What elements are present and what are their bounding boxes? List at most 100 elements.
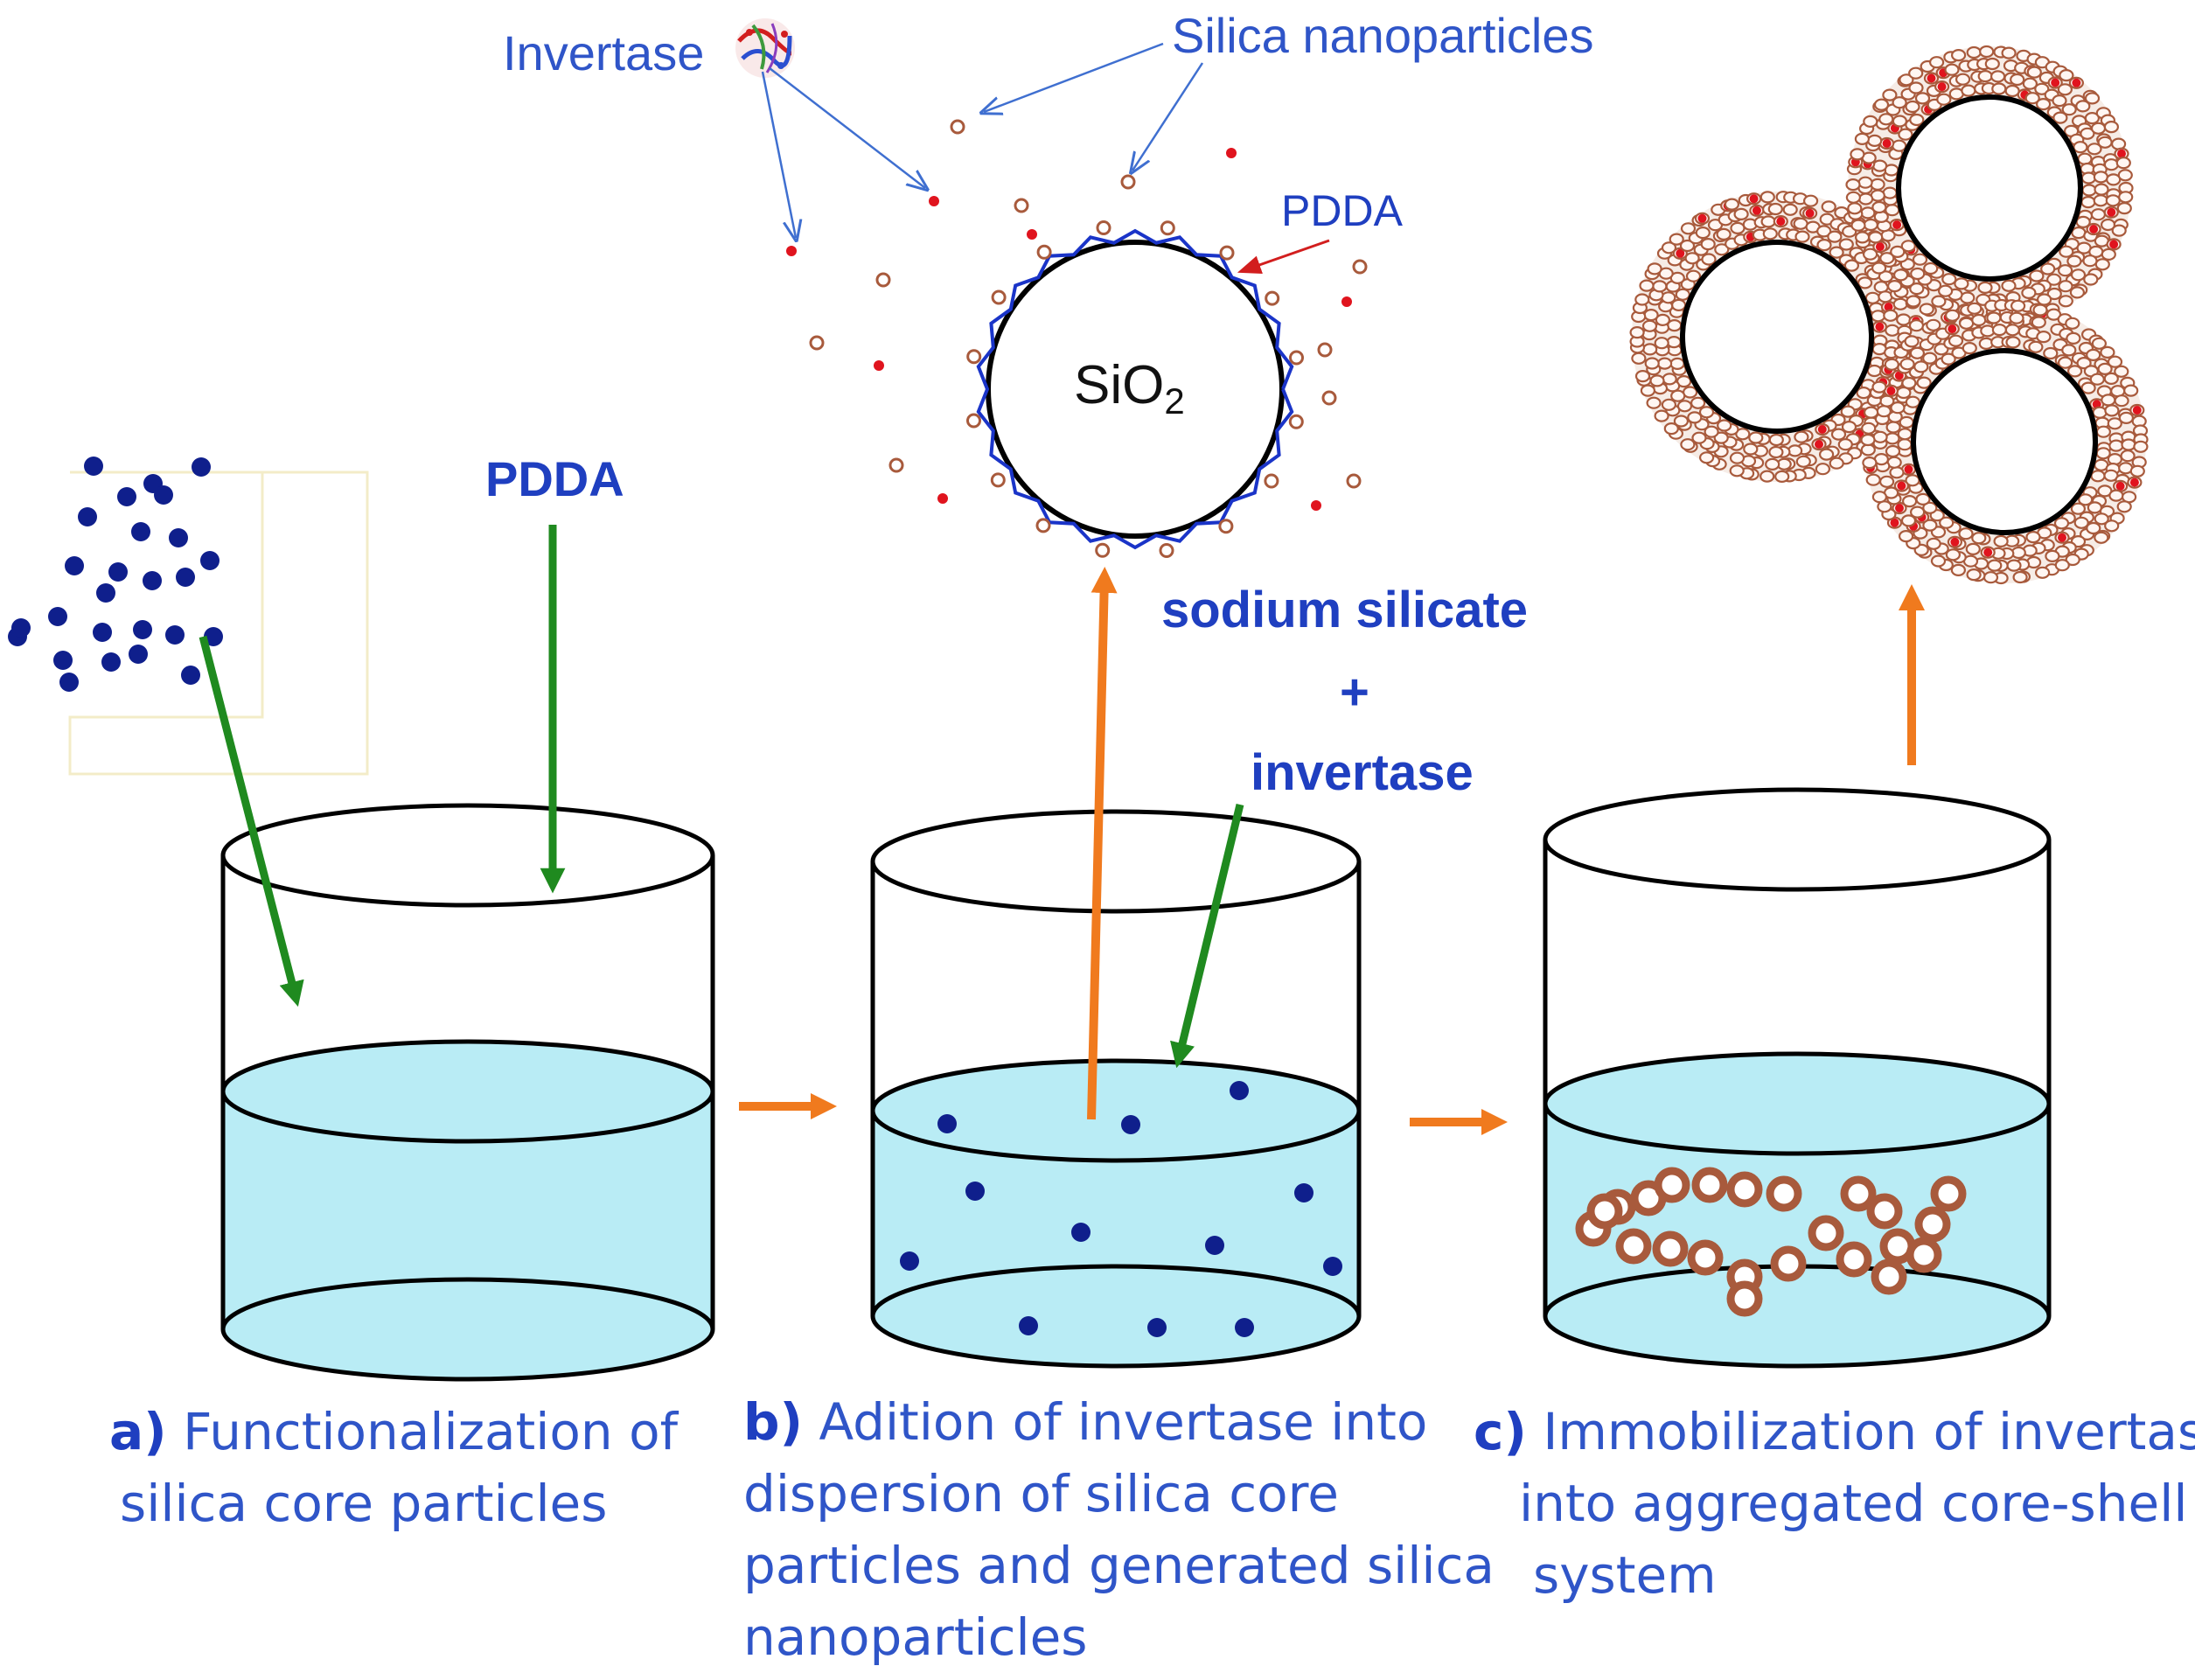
shell-nanoparticle xyxy=(1863,115,1878,128)
invertase-molecule-icon xyxy=(735,18,795,78)
shell-nanoparticle xyxy=(2093,171,2108,184)
faint-guide xyxy=(68,471,369,776)
shell-nanoparticle xyxy=(1936,93,1952,106)
core-particle xyxy=(965,1182,985,1201)
pdda-shell-wave xyxy=(976,228,1294,550)
shell-nanoparticle xyxy=(1893,268,1909,282)
shell-nanoparticle xyxy=(1733,207,1749,220)
step-c-line-3: system xyxy=(1533,1545,1717,1605)
shell-nanoparticle xyxy=(1840,405,1856,418)
shell-nanoparticle xyxy=(1865,473,1881,486)
beaker-a xyxy=(220,803,715,1382)
invertase-dot xyxy=(1027,229,1037,240)
shell-nanoparticle xyxy=(1646,396,1662,409)
shell-nanoparticle xyxy=(1930,554,1947,568)
shell-nanoparticle xyxy=(1793,217,1808,230)
shell-nanoparticle xyxy=(1676,400,1693,413)
shell-nanoparticle xyxy=(1905,395,1920,408)
shell-nanoparticle xyxy=(1899,529,1914,543)
shell-nanoparticle xyxy=(1885,444,1901,458)
shell-nanoparticle xyxy=(1897,428,1913,441)
step-c-caption: c) Immobilization of invertase into aggr… xyxy=(1474,1396,2195,1611)
shell-nanoparticle xyxy=(2103,372,2119,385)
shell-nanoparticle xyxy=(1641,319,1658,332)
shell-nanoparticle xyxy=(1687,411,1703,424)
shell-nanoparticle xyxy=(1979,45,1995,59)
step-c-line-1: c) Immobilization of invertase xyxy=(1474,1402,2195,1461)
shell-nanoparticle xyxy=(1884,358,1899,371)
shell-nanoparticle xyxy=(2005,336,2021,349)
core-shell-particle xyxy=(1770,1245,1807,1282)
shell-invertase-dot xyxy=(1886,386,1896,395)
step-b-letter: b) xyxy=(743,1392,804,1452)
shell-nanoparticle xyxy=(2025,530,2041,544)
shell-nanoparticle xyxy=(2052,94,2067,108)
shell-nanoparticle xyxy=(1890,245,1906,258)
zoom-b-arrow xyxy=(1087,567,1118,1120)
shell-nanoparticle xyxy=(2073,516,2089,529)
core-particle xyxy=(131,522,150,541)
step-b-line-2: dispersion of silica core xyxy=(743,1464,1339,1523)
shell-nanoparticle xyxy=(1662,373,1677,386)
shell-nanoparticle xyxy=(1879,394,1895,408)
shell-nanoparticle xyxy=(2108,439,2124,452)
shell-nanoparticle xyxy=(1847,202,1863,215)
shell-nanoparticle xyxy=(1774,470,1790,484)
shell-nanoparticle xyxy=(2065,553,2080,567)
shell-nanoparticle xyxy=(2032,303,2048,317)
green-input-arrows xyxy=(199,525,1244,1069)
shell-nanoparticle xyxy=(1795,455,1811,468)
shell-nanoparticle xyxy=(1892,297,1908,310)
core-particle xyxy=(101,652,121,672)
shell-nanoparticle xyxy=(1759,191,1775,204)
shell-nanoparticle xyxy=(1897,438,1913,451)
shell-nanoparticle xyxy=(1965,542,1981,556)
core-particle xyxy=(1019,1316,1038,1335)
shell-nanoparticle xyxy=(2084,112,2100,125)
shell-invertase-dot xyxy=(1749,194,1759,204)
core-particle xyxy=(53,651,73,670)
shell-nanoparticle xyxy=(1899,73,1914,87)
shell-nanoparticle xyxy=(1698,406,1715,419)
shell-nanoparticle xyxy=(2104,404,2120,417)
shell-nanoparticle xyxy=(1857,276,1873,289)
invertase-dot xyxy=(786,246,797,256)
shell-nanoparticle xyxy=(2087,143,2102,156)
shell-nanoparticle xyxy=(1882,88,1898,101)
shell-nanoparticle xyxy=(1870,178,1885,191)
shell-nanoparticle xyxy=(1663,422,1679,436)
shell-nanoparticle xyxy=(1971,532,1987,545)
shell-nanoparticle xyxy=(1860,206,1876,220)
surface-nanoparticle xyxy=(1288,414,1304,429)
shell-nanoparticle xyxy=(1864,291,1880,304)
shell-nanoparticle xyxy=(1987,559,2003,572)
shell-nanoparticle xyxy=(1879,252,1895,265)
surface-nanoparticle xyxy=(1265,290,1280,306)
shell-nanoparticle xyxy=(2077,152,2093,165)
shell-nanoparticle xyxy=(1922,352,1938,365)
surface-nanoparticle xyxy=(1035,518,1051,533)
shell-nanoparticle xyxy=(2046,273,2062,286)
shell-nanoparticle xyxy=(2094,183,2109,196)
shell-nanoparticle xyxy=(1629,326,1645,339)
shell-nanoparticle xyxy=(2092,406,2108,419)
shell-nanoparticle xyxy=(1890,401,1906,415)
shell-nanoparticle xyxy=(1906,295,1921,308)
core-shell-particle xyxy=(1808,1215,1844,1251)
shell-nanoparticle xyxy=(2024,92,2040,105)
shell-nanoparticle xyxy=(1977,281,1993,294)
invertase-dot xyxy=(1311,500,1321,511)
shell-nanoparticle xyxy=(1782,203,1798,216)
core-shell-particle xyxy=(1906,1237,1942,1273)
shell-nanoparticle xyxy=(1899,358,1915,371)
shell-nanoparticle xyxy=(2036,331,2052,344)
shell-nanoparticle xyxy=(1926,318,1941,331)
shell-invertase-dot xyxy=(1948,324,1957,334)
shell-nanoparticle xyxy=(1922,519,1938,532)
shell-nanoparticle xyxy=(2097,136,2113,149)
shell-nanoparticle xyxy=(1724,198,1740,211)
core-particle xyxy=(1235,1318,1254,1337)
shell-invertase-dot xyxy=(1950,537,1960,547)
aggregate-core xyxy=(1896,94,2083,282)
plus-label: + xyxy=(1340,664,1369,721)
